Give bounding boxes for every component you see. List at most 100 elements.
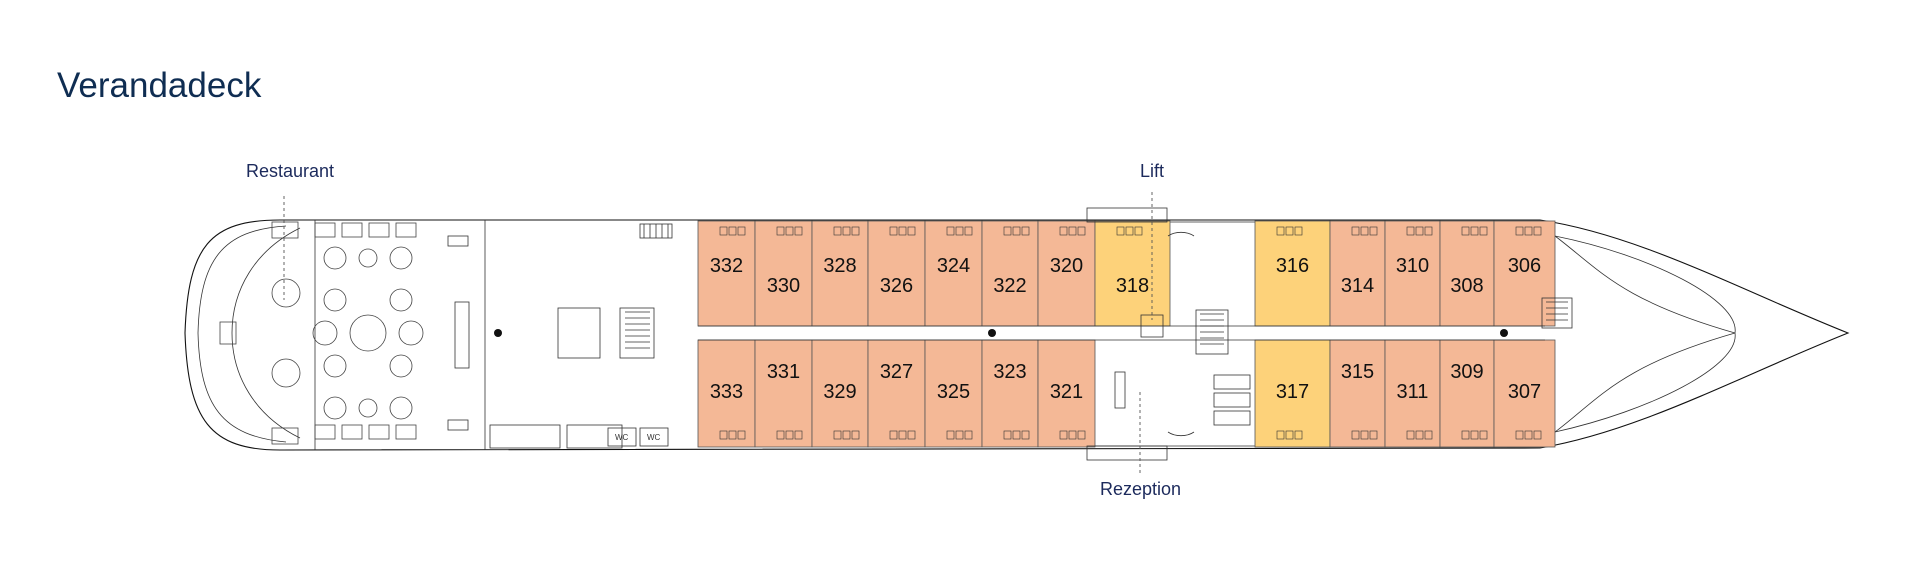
restaurant-table [349, 314, 387, 352]
cabin-furniture [964, 226, 973, 236]
cabin-number: 317 [1276, 381, 1309, 403]
cabin-area [1094, 220, 1171, 327]
cabin-furniture [1059, 430, 1068, 440]
cabin-324[interactable]: 324 [924, 220, 983, 327]
cabin-322[interactable]: 322 [981, 220, 1039, 327]
cabin-furniture [785, 430, 794, 440]
cabin-316[interactable]: 316 [1254, 220, 1331, 327]
cabin-number: 310 [1396, 255, 1429, 277]
cabin-area [811, 339, 869, 448]
restaurant-table [271, 278, 301, 308]
cabin-furniture [1077, 226, 1086, 236]
cabin-306[interactable]: 306 [1493, 220, 1556, 327]
restaurant-label: Restaurant [246, 161, 334, 181]
cabin-furniture [737, 430, 746, 440]
cabin-furniture [1533, 430, 1542, 440]
cabin-furniture [1021, 226, 1030, 236]
cabin-area [1493, 220, 1556, 327]
cabin-number: 324 [937, 255, 970, 277]
cabin-327[interactable]: 327 [867, 339, 926, 448]
cabin-area [1329, 339, 1386, 448]
cabin-furniture [1406, 430, 1415, 440]
cabin-furniture [1461, 430, 1470, 440]
cabin-329[interactable]: 329 [811, 339, 869, 448]
cabin-area [1493, 339, 1556, 448]
deck-marker-dot [1500, 329, 1508, 337]
cabin-area [1384, 220, 1441, 327]
cabin-307[interactable]: 307 [1493, 339, 1556, 448]
deck-marker-dot [988, 329, 996, 337]
cabin-furniture [1369, 226, 1378, 236]
cabin-325[interactable]: 325 [924, 339, 983, 448]
corridor [698, 325, 1545, 341]
cabin-321[interactable]: 321 [1037, 339, 1096, 448]
cabin-furniture [728, 226, 737, 236]
cabin-furniture [1424, 430, 1433, 440]
cabin-number: 321 [1050, 381, 1083, 403]
cabin-furniture [1360, 226, 1369, 236]
cabin-furniture [728, 430, 737, 440]
cabin-number: 320 [1050, 255, 1083, 277]
cabin-furniture [1012, 430, 1021, 440]
cabin-309[interactable]: 309 [1439, 339, 1495, 448]
cabin-314[interactable]: 314 [1329, 220, 1386, 327]
restaurant-table [271, 358, 301, 388]
cabin-number: 318 [1116, 275, 1149, 297]
cabin-furniture [889, 226, 898, 236]
cabin-furniture [1116, 226, 1125, 236]
cabin-furniture [898, 226, 907, 236]
cabin-furniture [1294, 226, 1303, 236]
cabin-315[interactable]: 315 [1329, 339, 1386, 448]
cabin-number: 308 [1450, 275, 1483, 297]
cabin-number: 315 [1341, 361, 1374, 383]
cabin-furniture [1524, 430, 1533, 440]
cabin-323[interactable]: 323 [981, 339, 1039, 448]
cabin-330[interactable]: 330 [754, 220, 813, 327]
cabin-furniture [1351, 226, 1360, 236]
cabin-number: 330 [767, 275, 800, 297]
cabin-furniture [1470, 226, 1479, 236]
cabin-333[interactable]: 333 [697, 339, 756, 448]
cabin-320[interactable]: 320 [1037, 220, 1096, 327]
cabin-furniture [1003, 430, 1012, 440]
cabin-331[interactable]: 331 [754, 339, 813, 448]
cabin-furniture [1134, 226, 1143, 236]
cabin-311[interactable]: 311 [1384, 339, 1441, 448]
cabin-number: 325 [937, 381, 970, 403]
wc-label: WC [615, 433, 629, 442]
cabin-310[interactable]: 310 [1384, 220, 1441, 327]
lift-label: Lift [1140, 161, 1164, 181]
cabin-area [754, 220, 813, 327]
cabin-furniture [1068, 226, 1077, 236]
cabin-furniture [719, 430, 728, 440]
cabin-328[interactable]: 328 [811, 220, 869, 327]
restaurant-area [219, 220, 486, 450]
cabin-furniture [946, 430, 955, 440]
cabin-number: 329 [823, 381, 856, 403]
restaurant-seat [368, 424, 390, 440]
cabin-furniture [851, 430, 860, 440]
cabin-308[interactable]: 308 [1439, 220, 1495, 327]
cabin-furniture [1294, 430, 1303, 440]
cabin-furniture [898, 430, 907, 440]
cabin-326[interactable]: 326 [867, 220, 926, 327]
cabin-332[interactable]: 332 [697, 220, 756, 327]
cabin-317[interactable]: 317 [1254, 339, 1331, 448]
cabin-number: 323 [993, 361, 1026, 383]
cabin-furniture [1360, 430, 1369, 440]
cabin-number: 327 [880, 361, 913, 383]
cabin-318[interactable]: 318 [1094, 220, 1171, 327]
restaurant-seat [314, 424, 336, 440]
cabin-number: 311 [1397, 381, 1429, 403]
restaurant-table [312, 320, 338, 346]
cabin-number: 314 [1341, 275, 1374, 297]
cabin-furniture [907, 226, 916, 236]
cabin-furniture [1012, 226, 1021, 236]
cabin-furniture [1077, 430, 1086, 440]
cabin-furniture [1351, 430, 1360, 440]
cabin-furniture [833, 226, 842, 236]
restaurant-table [389, 288, 413, 312]
cabin-area [981, 220, 1039, 327]
